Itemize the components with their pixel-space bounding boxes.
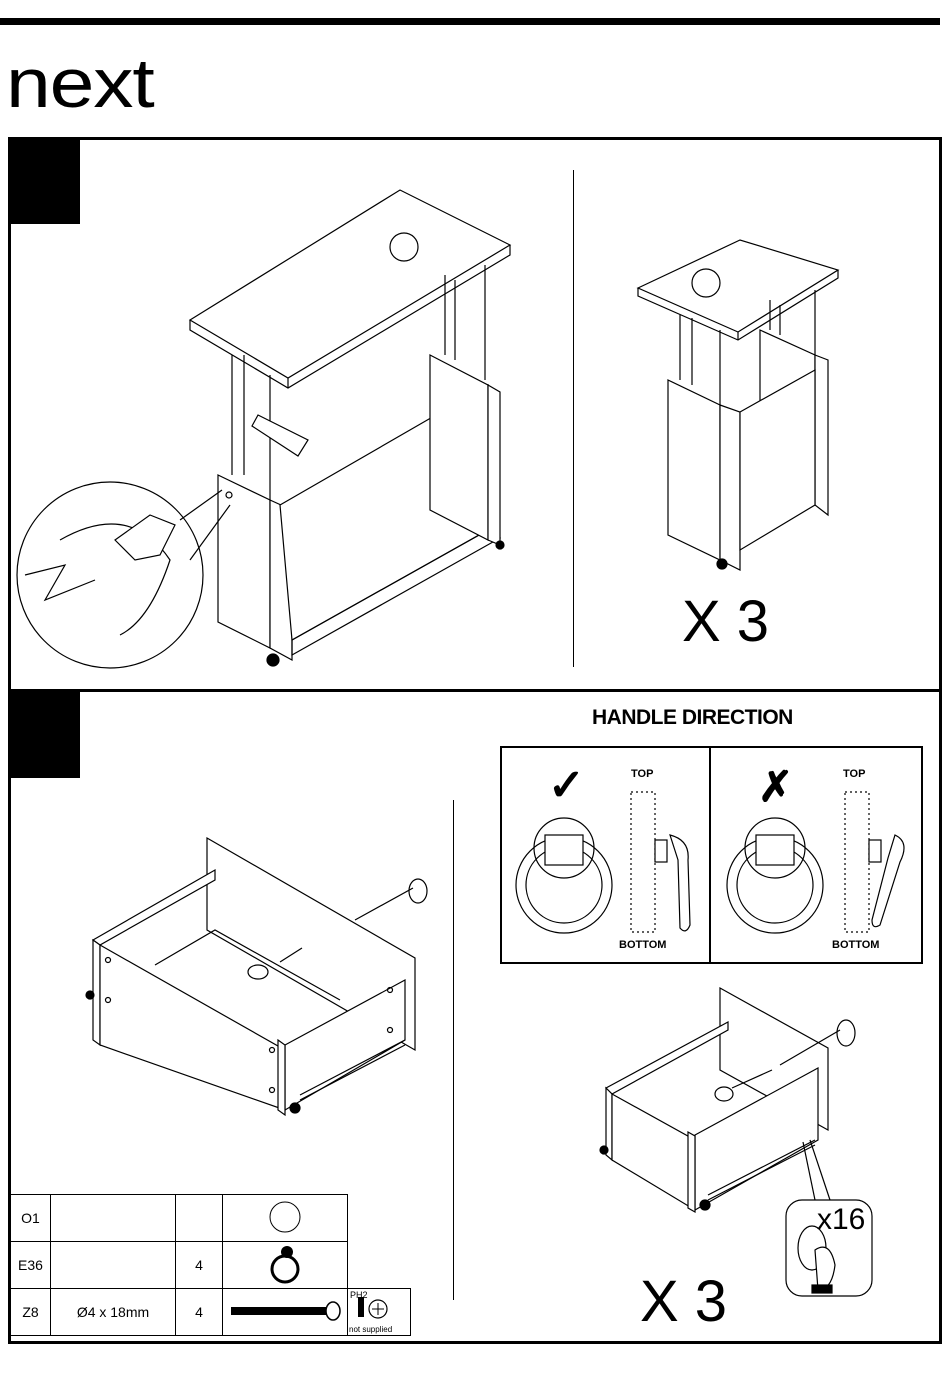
part-code: E36	[11, 1242, 51, 1289]
ring-handle-icon	[265, 1243, 305, 1285]
screw-count-label: x16	[817, 1203, 865, 1237]
part-qty: 4	[176, 1242, 223, 1289]
step-2-quantity: X 3	[640, 1268, 727, 1335]
tool-note: not supplied	[349, 1325, 392, 1334]
table-row: E36 4	[11, 1242, 411, 1289]
part-image-cell	[223, 1242, 348, 1289]
tool-cell: PH2 not supplied	[348, 1289, 411, 1336]
part-qty: 4	[176, 1289, 223, 1336]
part-image-cell	[223, 1195, 348, 1242]
screwdriver-icon	[356, 1295, 394, 1323]
table-row: Z8 Ø4 x 18mm 4 PH2 not supplied	[11, 1289, 411, 1336]
part-image-cell	[223, 1289, 348, 1336]
part-spec: Ø4 x 18mm	[51, 1289, 176, 1336]
circle-part-icon	[265, 1199, 305, 1235]
screw-icon	[227, 1301, 343, 1321]
part-spec	[51, 1242, 176, 1289]
part-spec	[51, 1195, 176, 1242]
part-code: O1	[11, 1195, 51, 1242]
part-qty	[176, 1195, 223, 1242]
part-code: Z8	[11, 1289, 51, 1336]
table-row: O1	[11, 1195, 411, 1242]
parts-table: O1 E36 4 Z8 Ø4 x 18mm 4 PH2	[10, 1194, 411, 1336]
